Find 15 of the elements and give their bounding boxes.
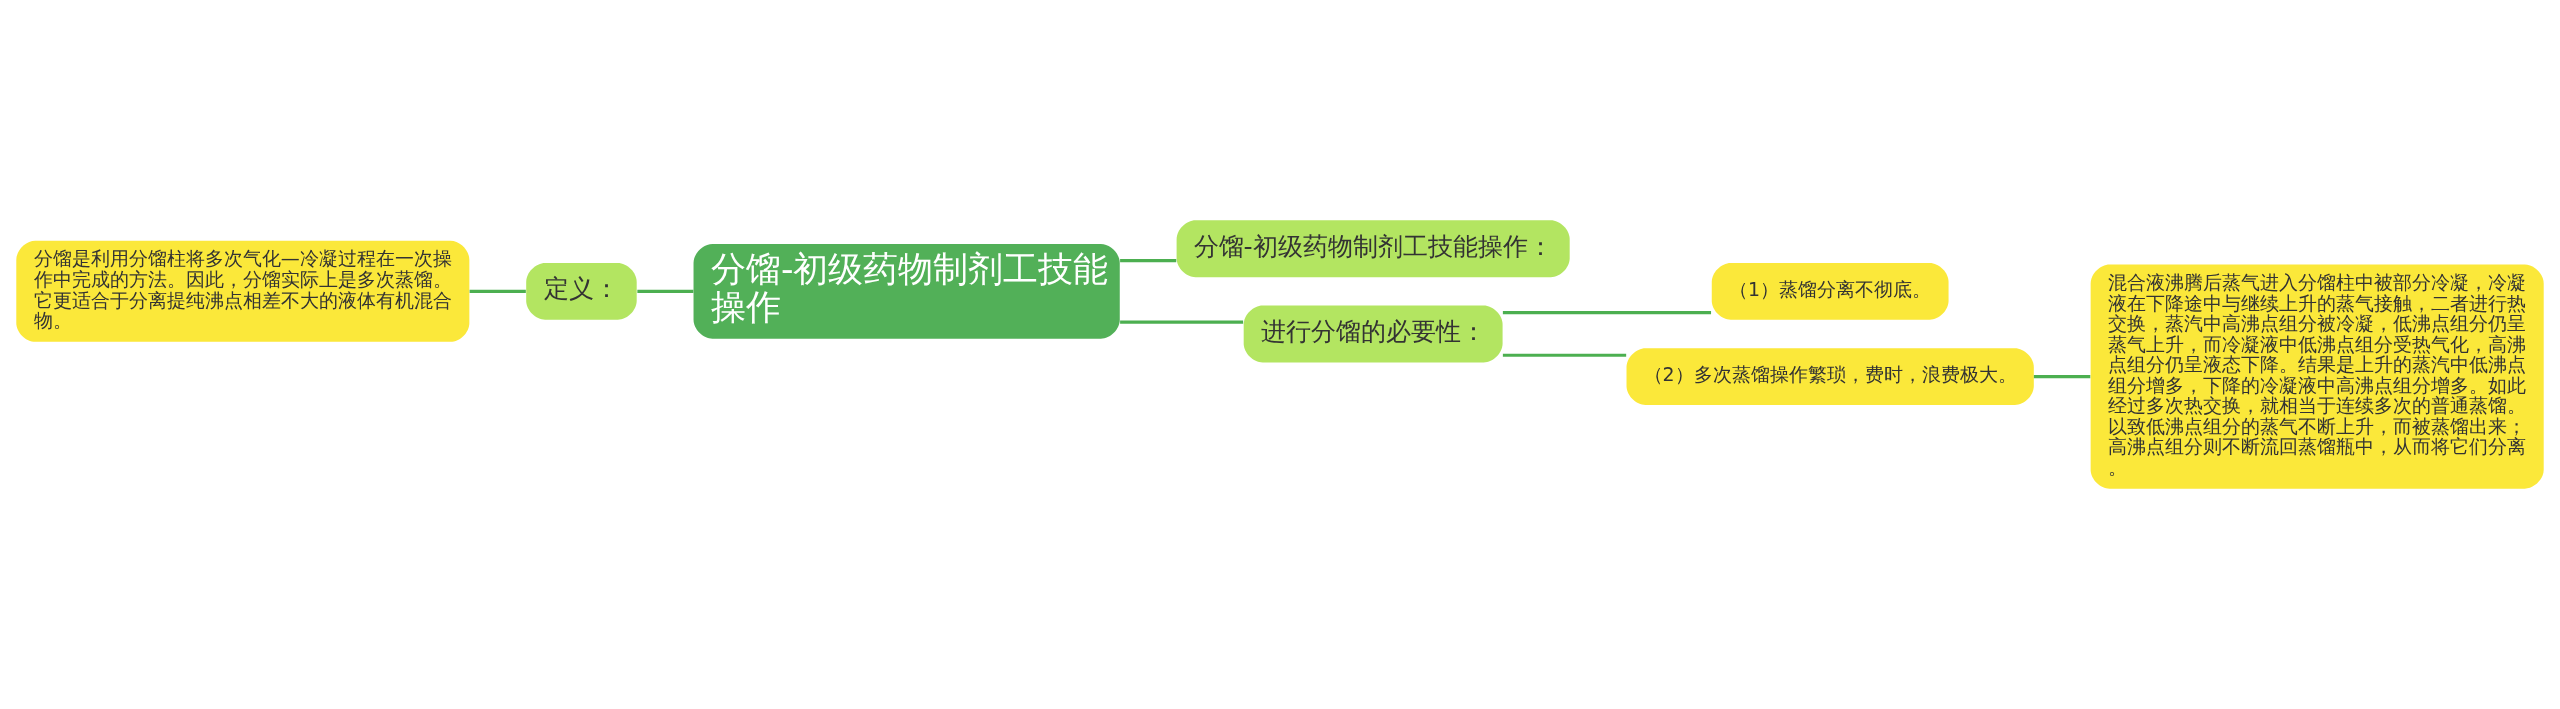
node-box: （2）多次蒸馏操作繁琐，费时，浪费极大。 [1626, 348, 2034, 405]
node-box: 分馏是利用分馏柱将多次气化—冷凝过程在一次操作中完成的方法。因此，分馏实际上是多次蒸馏。它更适合于分离提纯沸点相差不大的液体有机混合物。 [16, 240, 470, 342]
connector [1502, 353, 1627, 357]
node-box: （1）蒸馏分离不彻底。 [1711, 262, 1949, 320]
node-box: 定义： [526, 262, 637, 320]
node-box: 混合液沸腾后蒸气进入分馏柱中被部分冷凝，冷凝液在下降途中与继续上升的蒸气接触，二者进行热交换，蒸汽中高沸点组分被冷凝，低沸点组分仍呈蒸气上升，而冷凝液中低沸点组分受热气化，高沸点组分仍呈液态下降。结果是上升的蒸汽中低沸点组分增多，下降的冷凝液中高沸点组分增多。如此经过多次热交换，就相当于连续多次的普通蒸馏。以致低沸点组分的蒸气不断上升，而被蒸馏出来；高沸点组分则不断流回蒸馏瓶中，从而将它们分离。 [2090, 264, 2544, 489]
node-box: 分馏-初级药物制剂工技能操作 [693, 244, 1120, 339]
node-box: 进行分馏的必要性： [1243, 305, 1503, 363]
connector [1502, 311, 1712, 315]
connector [469, 289, 526, 293]
node-box: 分馏-初级药物制剂工技能操作： [1176, 220, 1570, 278]
connector [2033, 375, 2091, 379]
connector [1120, 320, 1244, 324]
connector [1120, 259, 1177, 263]
connector [637, 289, 694, 293]
